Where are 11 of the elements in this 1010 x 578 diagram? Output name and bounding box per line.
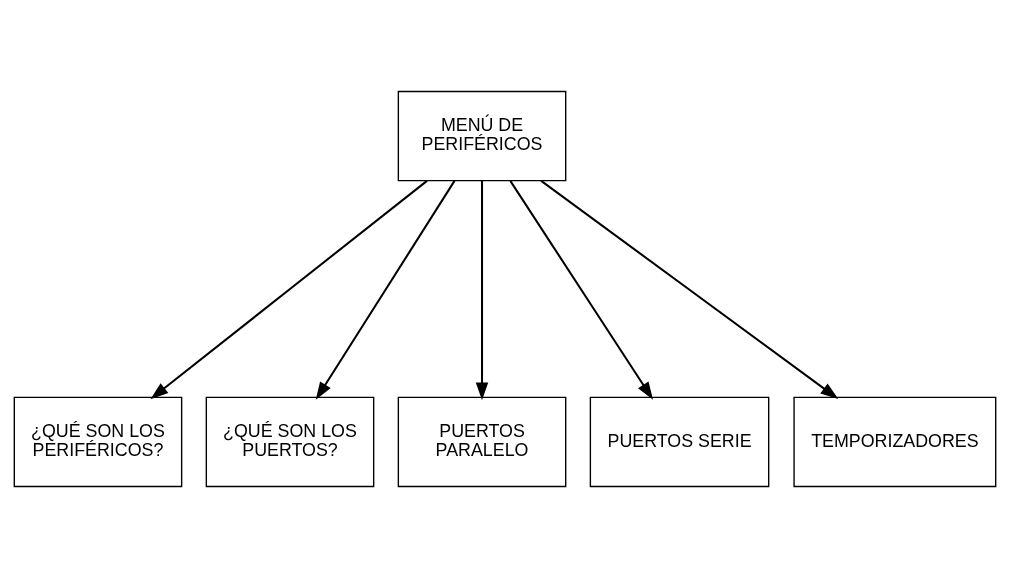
arrow — [509, 180, 653, 400]
arrow — [475, 180, 489, 401]
node-box: MENÚ DE PERIFÉRICOS — [397, 90, 567, 182]
arrow — [315, 180, 456, 400]
node-box: ¿QUÉ SON LOS PERIFÉRICOS? — [13, 396, 183, 488]
arrow — [540, 180, 839, 400]
node-box: PUERTOS SERIE — [589, 396, 770, 488]
node-box: ¿QUÉ SON LOS PUERTOS? — [205, 396, 375, 488]
node-box: PUERTOS PARALELO — [397, 396, 567, 488]
node-box: TEMPORIZADORES — [793, 396, 997, 488]
arrow — [150, 180, 428, 400]
